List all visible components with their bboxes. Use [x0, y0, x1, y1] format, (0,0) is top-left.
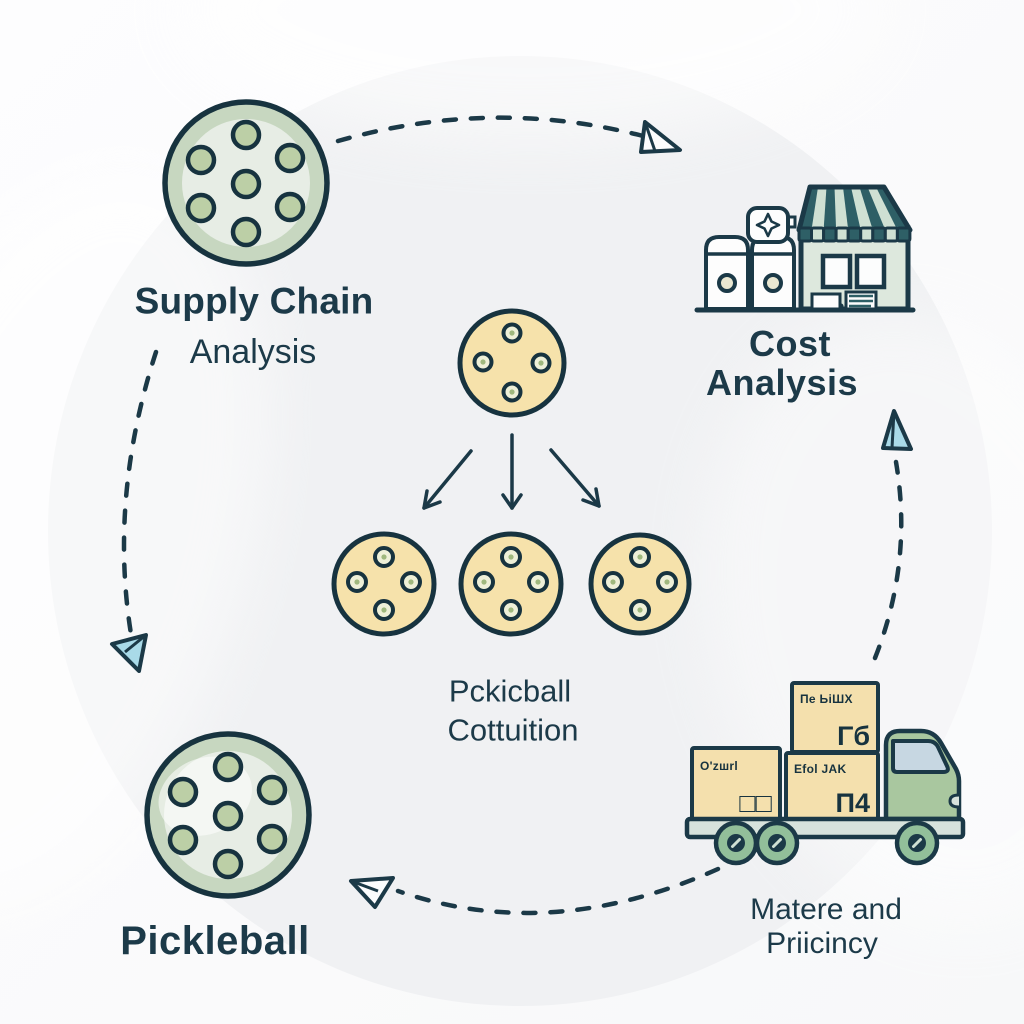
- cargo-box-top-symbol: Γб: [837, 721, 870, 751]
- supply-pickleball-icon: [162, 99, 330, 267]
- store-window-right: [854, 253, 887, 290]
- cost-analysis-label-line2: Analysis: [705, 362, 859, 403]
- dashed-arc-bottom: [395, 866, 721, 916]
- truck-icon: Пе ЬіШХ Γб O'zшrl □□ Efol JAK Π4: [684, 681, 966, 866]
- final-pickleball-icon: [144, 731, 312, 899]
- cargo-box-middle: Efol JAK Π4: [784, 751, 880, 821]
- truck-bed: [684, 816, 966, 840]
- cargo-box-middle-symbol: Π4: [835, 788, 870, 818]
- paper-plane-arrowhead-bottom: [349, 876, 395, 909]
- cargo-box-left-label: O'zшrl: [700, 759, 738, 773]
- source-pickleball-icon: [457, 308, 567, 418]
- truck-cab: [883, 728, 962, 822]
- truck-windshield: [891, 739, 950, 774]
- cargo-box-left-symbol: □□: [739, 788, 772, 818]
- truck-door-handle: [948, 793, 960, 809]
- cargo-box-top: Пе ЬіШХ Γб: [790, 681, 880, 754]
- supply-chain-label-line2: Analysis: [189, 333, 317, 371]
- supply-chain-label-line1: Supply Chain: [134, 280, 374, 322]
- distribution-label-line1: Pckicball: [448, 673, 572, 709]
- materials-label-line1: Matere and: [750, 893, 902, 926]
- store-door-details: [810, 290, 878, 311]
- storefront-icon: [694, 184, 916, 313]
- paper-plane-arrowhead-top: [639, 120, 682, 154]
- store-window-left: [820, 253, 853, 290]
- canister-icons: [704, 235, 796, 311]
- distribution-label-line2: Cottuition: [447, 712, 579, 748]
- pickleball-label: Pickleball: [120, 919, 310, 963]
- split-arrows: [422, 433, 601, 510]
- price-tag-icon: [746, 206, 797, 244]
- cargo-box-left: O'zшrl □□: [690, 746, 782, 821]
- dashed-arc-right: [872, 459, 904, 661]
- paper-plane-arrowhead-right: [881, 409, 913, 451]
- dashed-arc-top: [335, 115, 646, 144]
- truck-wheel-icons: [713, 820, 940, 866]
- dashed-arc-left: [121, 349, 159, 643]
- cargo-box-top-label: Пе ЬіШХ: [800, 692, 853, 706]
- cargo-box-middle-label: Efol JAK: [794, 762, 846, 776]
- materials-label-line2: Priicincy: [766, 927, 878, 960]
- product-pickleball-icons: [331, 531, 692, 637]
- store-awning: [796, 184, 913, 243]
- paper-plane-arrowhead-left: [110, 633, 148, 673]
- cost-analysis-label-line1: Cost: [749, 323, 831, 364]
